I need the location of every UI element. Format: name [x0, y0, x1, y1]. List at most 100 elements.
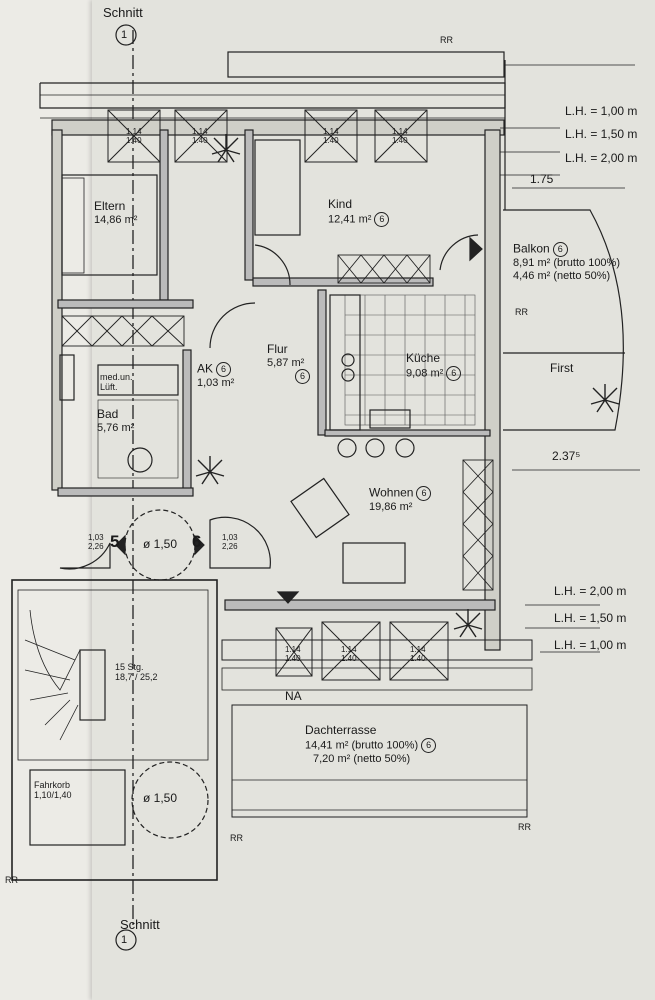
- armchair: [290, 477, 350, 539]
- chair: [337, 438, 357, 458]
- stove-burner: [341, 368, 355, 382]
- rr-label: RR: [440, 35, 453, 45]
- room-tag: 6: [295, 369, 310, 385]
- section-number-bottom: 1: [121, 934, 128, 946]
- coffee-table: [342, 542, 406, 584]
- roof-eave-top: [39, 82, 506, 109]
- stair-core-column: [79, 649, 106, 721]
- room-fahrkorb: Fahrkorb 1,10/1,40: [34, 780, 72, 801]
- wall-wohnen-bottom: [224, 599, 496, 611]
- paper-sheet-main: [92, 0, 655, 1000]
- door-leaf-left: [59, 542, 111, 570]
- room-tag: 6: [374, 211, 390, 227]
- window-size-label: 1.14 1.40: [341, 645, 357, 664]
- section-label-top: Schnitt: [103, 5, 143, 20]
- elevator-car: [29, 769, 126, 846]
- rr-label: RR: [230, 833, 243, 843]
- lh-label: L.H. = 1,50 m: [554, 611, 627, 625]
- section-marker-bottom: [115, 929, 137, 951]
- room-tag: 6: [216, 362, 232, 377]
- windows-top: [107, 109, 428, 163]
- na-label: NA: [285, 689, 302, 703]
- stair-core: [11, 579, 218, 881]
- rr-label: RR: [518, 822, 531, 832]
- balcony-outline: [503, 209, 624, 431]
- door-leaf-right: [209, 516, 271, 569]
- section-label-bottom: Schnitt: [120, 917, 160, 932]
- wall-kind-kueche: [252, 277, 434, 287]
- section-marker-top: [115, 24, 137, 46]
- lh-label: L.H. = 1,50 m: [565, 127, 638, 141]
- wall-eltern-kind: [244, 129, 254, 281]
- bed-kind: [254, 139, 301, 236]
- door-dimension-right: 1,03 2,26: [222, 533, 238, 552]
- window-size-label: 1.14 1.40: [410, 645, 426, 664]
- wall-bad-flur: [182, 349, 192, 491]
- windows-bottom: [275, 621, 449, 681]
- door-arc-kind: [254, 244, 291, 286]
- lh-label: L.H. = 2,00 m: [554, 584, 627, 598]
- rr-label: RR: [5, 875, 18, 885]
- lh-label: L.H. = 1,00 m: [565, 104, 638, 118]
- room-dachterrasse: Dachterrasse 14,41 m² (brutto 100%)6 7,2…: [305, 723, 437, 765]
- stair-steps: [24, 609, 81, 741]
- exterior-wall-left: [51, 129, 63, 491]
- ventilation-label: med.un. Lüft.: [100, 372, 133, 393]
- dimension-bottom: 2.37⁵: [552, 449, 581, 463]
- room-flur: Flur 5,87 m² 6: [267, 342, 310, 385]
- window-size-label: 1.14 1.40: [392, 127, 408, 146]
- terrace-floor: [231, 704, 528, 818]
- turning-circle-label: ø 1,50: [143, 537, 178, 551]
- door-dimension-left: 1,03 2,26: [88, 533, 104, 552]
- bath-control: [59, 354, 75, 401]
- turning-circle-bottom: [131, 761, 209, 839]
- window-size-label: 1.14 1.40: [192, 127, 208, 146]
- bathtub: [97, 364, 179, 396]
- cross-hatch-cabinets: [61, 254, 494, 591]
- wall-kueche-flur: [317, 289, 327, 436]
- wall-eltern-bad: [57, 299, 194, 309]
- room-eltern: Eltern 14,86 m²: [94, 199, 138, 226]
- chair: [395, 438, 415, 458]
- stove-burner: [341, 353, 355, 367]
- entry-arrow: [276, 591, 300, 604]
- toilet: [127, 447, 153, 473]
- door-arc-flur: [209, 302, 256, 349]
- plant-symbol: [195, 134, 620, 638]
- kitchen-sink: [369, 409, 411, 429]
- room-tag: 6: [552, 242, 568, 257]
- shower-area: [97, 399, 179, 479]
- section-number-top: 1: [121, 29, 128, 41]
- room-bad: Bad 5,76 m²: [97, 407, 135, 434]
- window-size-label: 1.14 1.40: [285, 645, 301, 664]
- door-arc-balkon: [439, 234, 479, 271]
- paper-sheet-left: [0, 0, 95, 1000]
- first-label: First: [550, 361, 574, 375]
- terrace-parapet-top: [221, 639, 533, 661]
- wall-bad-bottom: [57, 487, 194, 497]
- exterior-wall-right: [484, 129, 501, 651]
- lh-label: L.H. = 2,00 m: [565, 151, 638, 165]
- dimension-top: 1.75: [530, 172, 554, 186]
- door-number-right: 6: [192, 532, 202, 551]
- window-size-label: 1.14 1.40: [126, 127, 142, 146]
- door-number-left: 5: [110, 532, 120, 551]
- room-tag: 6: [446, 365, 462, 381]
- wall-eltern-flur: [159, 129, 169, 301]
- stairs-label: 15 Stg. 18,7 / 25,2: [115, 662, 158, 683]
- window-size-label: 1.14 1.40: [323, 127, 339, 146]
- room-tag: 6: [416, 486, 432, 501]
- roof-ridge: [227, 51, 505, 78]
- rr-label: RR: [515, 307, 528, 317]
- door-arrow-balkon: [469, 236, 483, 262]
- kitchen-counter: [329, 294, 361, 431]
- room-tag: 6: [421, 737, 437, 753]
- lh-label: L.H. = 1,00 m: [554, 638, 627, 652]
- wall-kueche-bottom: [324, 429, 491, 437]
